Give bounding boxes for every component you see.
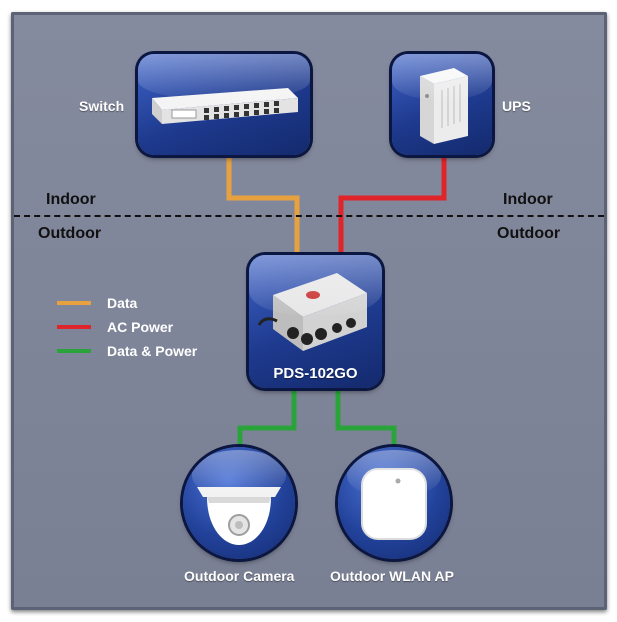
wlan-node[interactable] — [338, 447, 450, 559]
access-point-icon — [361, 468, 427, 540]
zone-label-outdoor-right: Outdoor — [497, 225, 561, 242]
camera-node[interactable] — [183, 447, 295, 559]
camera-label: Outdoor Camera — [184, 568, 295, 584]
wlan-data-power-wire — [335, 388, 397, 447]
indoor-outdoor-divider — [14, 215, 604, 217]
legend-item-data: Data — [57, 295, 137, 311]
ac-power-wire — [338, 155, 447, 255]
ups-label: UPS — [502, 98, 531, 114]
legend-label-ac-power: AC Power — [107, 319, 174, 335]
zone-label-outdoor-left: Outdoor — [38, 225, 102, 242]
ups-node[interactable] — [392, 54, 492, 155]
legend-label-data: Data — [107, 295, 138, 311]
switch-node[interactable] — [138, 54, 310, 155]
dome-camera-icon — [197, 487, 281, 545]
legend-swatch-data — [57, 301, 91, 305]
legend-swatch-ac-power — [57, 325, 91, 329]
legend-label-data-power: Data & Power — [107, 343, 198, 359]
legend-item-ac-power: AC Power — [57, 319, 173, 335]
legend-swatch-data-power — [57, 349, 91, 353]
camera-data-power-wire — [237, 388, 297, 447]
legend-item-data-power: Data & Power — [57, 343, 197, 359]
data-wire — [226, 155, 300, 255]
pds-device-icon — [257, 273, 367, 351]
pds-node[interactable]: PDS-102GO — [249, 255, 382, 388]
wlan-label: Outdoor WLAN AP — [330, 568, 454, 584]
zone-label-indoor-left: Indoor — [46, 191, 96, 208]
pds-label: PDS-102GO — [273, 365, 358, 382]
network-switch-icon — [152, 88, 298, 124]
switch-label: Switch — [79, 98, 125, 114]
ups-icon — [420, 68, 468, 144]
zone-label-indoor-right: Indoor — [503, 191, 553, 208]
